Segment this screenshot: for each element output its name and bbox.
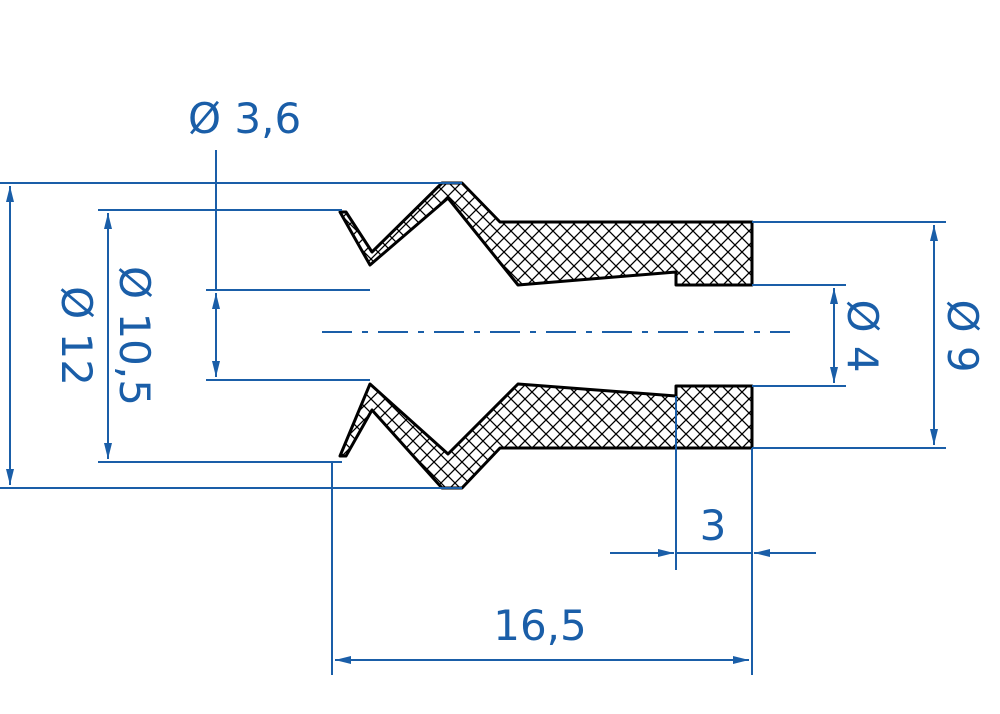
label-end-length: 3 [700,501,727,550]
label-hole-diameter: Ø 3,6 [188,94,301,143]
label-lip-diameter: Ø 10,5 [110,266,159,406]
lower-section-hatched [338,382,754,490]
upper-section-hatched [338,181,754,287]
part-section [338,181,754,490]
label-total-length: 16,5 [493,601,587,650]
label-outer-diameter: Ø 12 [52,286,101,386]
extension-lines [0,182,946,675]
label-shank-diameter: Ø 9 [938,299,987,372]
label-bore-diameter: Ø 4 [838,299,887,372]
dimension-lines [6,150,938,664]
